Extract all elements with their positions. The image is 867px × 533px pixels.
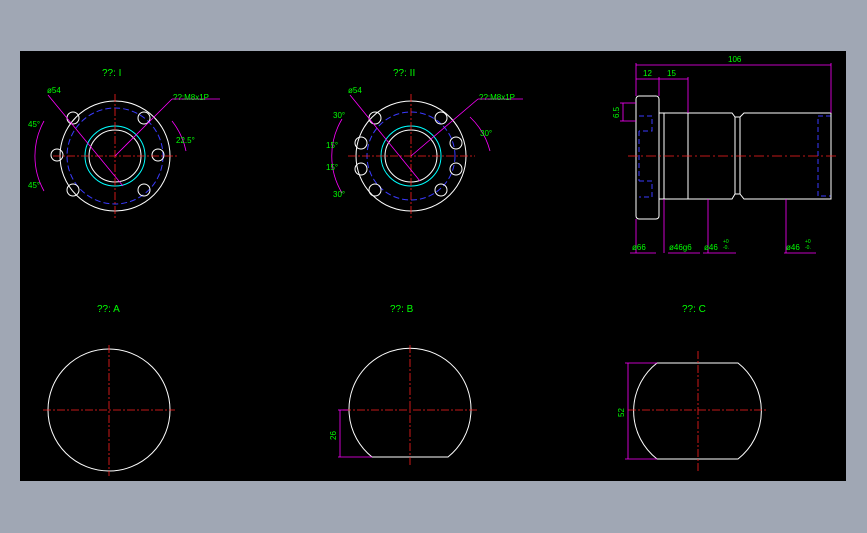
side-body-1	[659, 112, 736, 200]
dim-step-label: 15	[667, 69, 676, 78]
dim-d2-label: ø46g6	[669, 243, 692, 252]
flange-1-angle-right: 22.5°	[176, 136, 195, 145]
type-c-title: ??: C	[682, 304, 706, 315]
flange-1-angle-arc	[34, 120, 45, 192]
flange-1-pcd-leader	[47, 94, 124, 187]
type-c-dim-label: 52	[617, 408, 626, 417]
flange-1-angle-top: 45°	[28, 120, 40, 129]
flange-2-hole	[434, 111, 448, 125]
flange-1-hole	[137, 111, 151, 125]
flange-1-pcd-label: ø54	[47, 86, 61, 95]
flange-1-angle-arc-right	[171, 120, 187, 152]
dim-d3-tol-dn: -0.	[723, 245, 729, 251]
dim-d3-label: ø46	[704, 243, 718, 252]
flange-view-1: ??: I ø54 ??:M8x1P 45° 45° 22.5°	[28, 68, 220, 219]
dim-overall-label: 106	[728, 55, 742, 64]
flange-2-hole	[354, 136, 368, 150]
flange-2-angle-5: 30°	[480, 129, 492, 138]
dim-d1-label: ø66	[632, 243, 646, 252]
side-view: 106 12 15 6.5 ø66 ø46g6 ø46 +0 -0. ø46 +…	[612, 55, 838, 254]
dim-d4-tol-dn: -0.	[805, 245, 811, 251]
dim-height-label: 6.5	[612, 106, 621, 118]
dim-flange-label: 12	[643, 69, 652, 78]
flange-2-pcd-label: ø54	[348, 86, 362, 95]
flange-2-hole	[354, 162, 368, 176]
dim-d4-label: ø46	[786, 243, 800, 252]
type-a-view: ??: A	[43, 304, 175, 476]
flange-2-thread-label: ??:M8x1P	[479, 93, 515, 102]
flange-2-title: ??: II	[393, 68, 415, 79]
flange-2-angle-2: 30°	[333, 190, 345, 199]
type-b-outline	[348, 347, 472, 458]
flange-2-thread-leader	[410, 98, 479, 157]
flange-2-angle-arc	[331, 118, 343, 194]
flange-2-hole	[434, 183, 448, 197]
side-hidden-bottom	[639, 180, 653, 198]
flange-2-angle-1: 30°	[333, 111, 345, 120]
type-b-dim-label: 26	[329, 431, 338, 440]
type-c-view: ??: C 52	[617, 304, 768, 471]
flange-1-thread-leader	[114, 98, 173, 157]
cad-drawing-viewport[interactable]: ??: I ø54 ??:M8x1P 45° 45° 22.5°	[20, 51, 846, 481]
type-b-title: ??: B	[390, 304, 414, 315]
flange-2-pcd-leader	[349, 94, 421, 182]
side-hidden-top	[639, 115, 653, 132]
flange-1-hole	[151, 148, 165, 162]
dim-d4-tol-up: +0	[805, 239, 811, 245]
flange-2-angle-4: 15°	[326, 163, 338, 172]
flange-1-hole	[66, 183, 80, 197]
side-flange	[635, 95, 660, 220]
type-b-view: ??: B 26	[329, 304, 477, 466]
flange-2-angle-3: 15°	[326, 141, 338, 150]
flange-view-2: ??: II ø54 ??:M8x1P 30° 15°	[326, 68, 523, 219]
flange-1-angle-bottom: 45°	[28, 181, 40, 190]
flange-1-hole	[50, 148, 64, 162]
flange-2-hole	[368, 183, 382, 197]
flange-2-angle-arc-right	[469, 116, 491, 152]
cad-drawing-canvas: ??: I ø54 ??:M8x1P 45° 45° 22.5°	[28, 55, 838, 476]
type-c-outline	[633, 362, 762, 460]
flange-2-hole	[449, 136, 463, 150]
type-a-title: ??: A	[97, 304, 120, 315]
flange-1-thread-label: ??:M8x1P	[173, 93, 209, 102]
dim-d3-tol-up: +0	[723, 239, 729, 245]
flange-2-hole	[449, 162, 463, 176]
flange-1-title: ??: I	[102, 68, 121, 79]
flange-1-hole	[66, 111, 80, 125]
flange-1-hole	[137, 183, 151, 197]
